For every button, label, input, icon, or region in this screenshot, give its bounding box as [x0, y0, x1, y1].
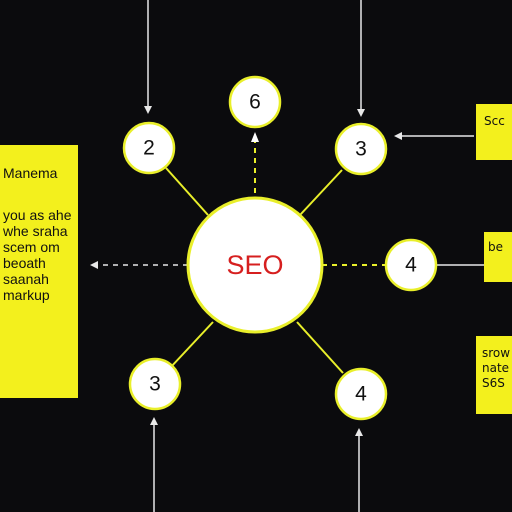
right-card-bottom-line: srow	[482, 346, 511, 360]
right-card-top-text: Scc	[484, 114, 505, 128]
spoke-upper-right	[299, 169, 343, 216]
center-node	[186, 196, 324, 334]
spoke-lower-right	[296, 321, 344, 374]
node-lower-left	[128, 357, 182, 411]
right-card-top: Scc	[476, 104, 512, 160]
left-panel-line: scem om	[3, 239, 60, 255]
node-upper-left-label: 2	[143, 137, 155, 160]
right-card-middle: be	[484, 232, 512, 282]
node-upper-right	[334, 122, 388, 176]
node-lower-right	[334, 367, 388, 421]
node-lower-left-label: 3	[149, 373, 161, 396]
right-card-bottom-line: nate	[482, 361, 510, 375]
left-panel-line: saanah	[3, 271, 49, 287]
node-top	[228, 75, 282, 129]
node-upper-right-label: 3	[355, 138, 367, 161]
spoke-upper-left	[165, 167, 209, 216]
node-top-label: 6	[249, 91, 261, 114]
right-card-middle-text: be	[488, 240, 503, 254]
left-info-panel: Manema you as ahe whe sraha scem om beoa…	[0, 145, 78, 398]
left-panel-line: whe sraha	[3, 223, 68, 239]
spoke-lower-left	[169, 321, 214, 369]
node-lower-right-label: 4	[355, 383, 367, 406]
right-card-bottom: srow nate S6S	[476, 336, 512, 414]
left-panel-line: markup	[3, 287, 50, 303]
left-panel-line: you as ahe	[3, 207, 72, 223]
left-panel-line: beoath	[3, 255, 46, 271]
center-node-label: SEO	[226, 250, 283, 280]
left-panel-title: Manema	[3, 165, 58, 181]
right-card-bottom-line: S6S	[482, 376, 505, 390]
node-right-label: 4	[405, 254, 417, 277]
node-upper-left	[122, 121, 176, 175]
node-right	[384, 238, 438, 292]
arrow-up-to-top-node-icon	[251, 132, 259, 142]
